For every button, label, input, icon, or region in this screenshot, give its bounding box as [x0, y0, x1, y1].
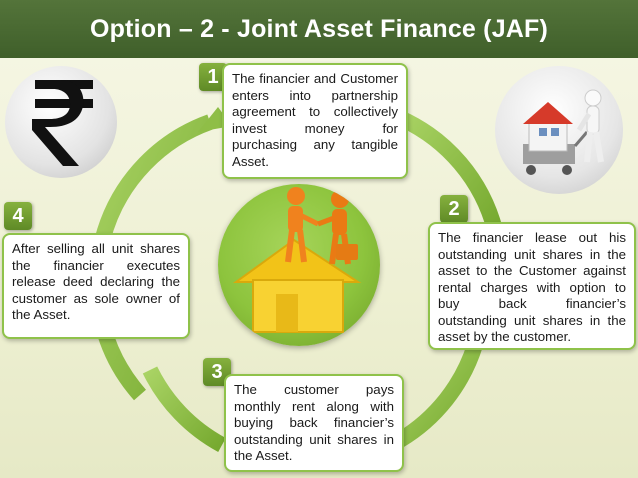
step-2-box: The financier lease out his outstanding … — [428, 222, 636, 350]
step-2-text: The financier lease out his outstanding … — [438, 230, 626, 344]
step-3-text: The customer pays monthly rent along wit… — [234, 382, 394, 463]
ring-arc-bottom-right — [395, 342, 483, 447]
rupee-circle — [5, 66, 117, 178]
rupee-icon — [32, 80, 93, 166]
step-3-box: The customer pays monthly rent along wit… — [224, 374, 404, 472]
ring-arc-top-right — [396, 110, 503, 233]
step-1-box: The financier and Customer enters into p… — [222, 63, 408, 179]
step-1-text: The financier and Customer enters into p… — [232, 71, 398, 169]
center-circle — [218, 184, 380, 346]
step-4-badge: 4 — [4, 202, 32, 230]
ring-arc-bottom-left — [142, 366, 226, 453]
house-cart-icon — [523, 89, 604, 175]
step-4-text: After selling all unit shares the financ… — [12, 241, 180, 322]
page-title: Option – 2 - Joint Asset Finance (JAF) — [89, 14, 549, 43]
title-bar: Option – 2 - Joint Asset Finance (JAF) — [0, 0, 638, 58]
step-4-box: After selling all unit shares the financ… — [2, 233, 190, 339]
handshake-house-icon — [232, 187, 362, 333]
house-cart-circle — [495, 66, 623, 194]
step-2-badge: 2 — [440, 195, 468, 223]
